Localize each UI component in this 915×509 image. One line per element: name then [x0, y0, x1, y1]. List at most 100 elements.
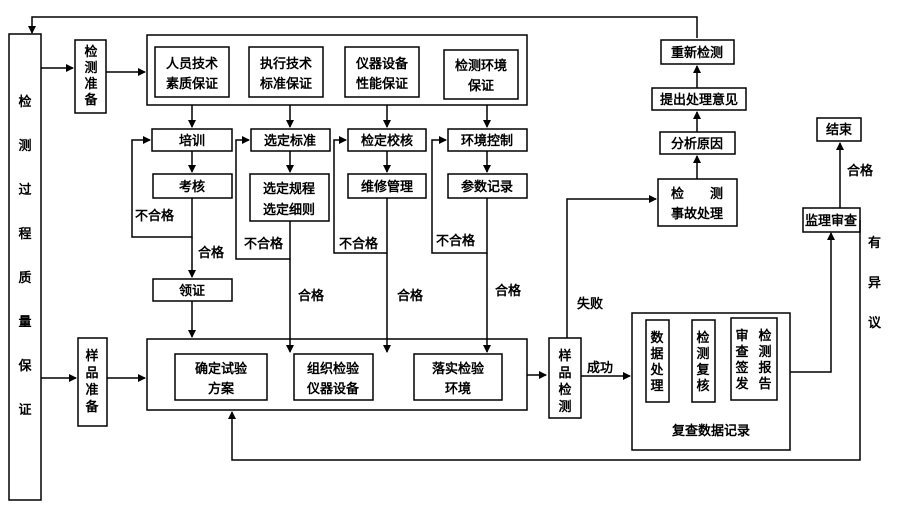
test-plan-box: [174, 353, 268, 401]
instruments-guarantee-line: 性能保证: [356, 76, 408, 92]
column-char: 质: [18, 270, 31, 286]
column-char: 程: [18, 227, 31, 242]
report-char: 检: [758, 328, 771, 344]
qualified-label: 合格: [298, 288, 325, 304]
failure-label: 失败: [577, 296, 603, 312]
data-processing-char: 据: [650, 346, 663, 362]
organize-instruments-line: 组织检验: [307, 361, 360, 377]
calibration-feedback-loop: [333, 136, 388, 254]
select-standard-label: 选定标准: [264, 133, 316, 149]
select-procedure-box: [249, 173, 330, 222]
column-char: 证: [18, 403, 31, 418]
personnel-guarantee-box: [154, 46, 230, 98]
qualified-label: 合格: [847, 163, 874, 179]
standards-guarantee-box: [248, 46, 324, 98]
unqualified-label: 不合格: [339, 236, 379, 252]
standards-guarantee-line: 标准保证: [259, 76, 312, 92]
column-char: 检: [18, 94, 31, 110]
organize-instruments-line: 仪器设备: [306, 381, 360, 397]
inspection-prep-char: 检: [84, 44, 97, 60]
select-procedure-line: 选定规程: [263, 181, 315, 197]
quality-assurance-column: [8, 33, 42, 501]
objection-char: 异: [868, 276, 881, 291]
standards-guarantee-line: 执行技术: [260, 56, 312, 72]
accident-handling-line: 事故处理: [671, 206, 723, 222]
recheck-char: 核: [696, 378, 709, 394]
test-plan-line: 确定试验: [195, 361, 248, 377]
sample-prep-char: 备: [84, 399, 99, 415]
instruments-guarantee-line: 仪器设备: [355, 56, 409, 72]
report-char: 告: [758, 376, 771, 392]
inspection-prep-char: 备: [83, 92, 98, 108]
select-procedure-line: 选定细则: [263, 202, 315, 218]
unqualified-label: 不合格: [244, 236, 284, 252]
qualified-label: 合格: [397, 288, 424, 304]
objection-char: 有: [868, 235, 881, 251]
certificate-label: 领证: [179, 283, 205, 299]
data-review-frame: [631, 312, 791, 451]
environment-guarantee-line: 保证: [467, 78, 494, 94]
environment-guarantee-line: 检测环境: [455, 58, 507, 74]
column-char: 保: [17, 358, 32, 374]
standard-feedback-loop: [235, 136, 291, 260]
recheck-char: 测: [696, 346, 709, 362]
report-char: 报: [758, 361, 772, 376]
assessment-box: [152, 173, 233, 199]
success-label: 成功: [587, 360, 613, 376]
maintenance-label: 维修管理: [361, 179, 413, 195]
end-label: 结束: [826, 122, 853, 138]
env-control-label: 环境控制: [461, 133, 513, 149]
sample-test-char: 样: [558, 348, 571, 364]
recheck-box: [691, 319, 716, 403]
personnel-guarantee-line: 素质保证: [166, 76, 218, 92]
data-processing-box: [645, 319, 670, 403]
sample-prep-char: 样: [85, 348, 98, 364]
implement-env-line: 环境: [445, 381, 471, 397]
column-char: 测: [18, 138, 31, 154]
supervision-review-label: 监理审查: [805, 213, 858, 229]
param-record-label: 参数记录: [461, 179, 513, 195]
qualified-label: 合格: [495, 283, 522, 299]
data-review-title: 复查数据记录: [671, 423, 750, 439]
implement-env-box: [413, 353, 503, 401]
review-sign-char: 查: [734, 344, 749, 360]
data-processing-char: 处: [649, 362, 664, 378]
arrow-to-supervision: [790, 232, 835, 373]
sample-prep-char: 准: [85, 382, 98, 398]
review-sign-char: 审: [735, 328, 748, 344]
sample-test-box: [548, 337, 582, 419]
inspection-prep-char: 测: [84, 60, 97, 76]
test-plan-line: 方案: [208, 381, 235, 397]
recheck-char: 复: [695, 362, 710, 378]
retest-label: 重新检测: [671, 45, 723, 61]
unqualified-label: 不合格: [135, 208, 175, 224]
accident-handling-line: 检 测: [671, 186, 723, 202]
implement-env-line: 落实检验: [432, 361, 485, 377]
propose-opinion-box: [651, 87, 747, 111]
data-processing-char: 数: [650, 330, 664, 346]
sample-test-char: 检: [558, 382, 571, 398]
sample-test-char: 品: [558, 366, 571, 381]
objection-loop-arrow: [228, 220, 861, 461]
analyze-cause-label: 分析原因: [671, 136, 723, 152]
recheck-char: 检: [696, 330, 709, 346]
env-feedback-loop: [431, 136, 488, 254]
instruments-guarantee-box: [344, 46, 420, 98]
unqualified-label: 不合格: [436, 233, 476, 249]
organize-instruments-box: [293, 353, 374, 401]
retest-box: [660, 39, 735, 65]
review-sign-char: 签: [734, 360, 749, 376]
training-feedback-loop: [131, 136, 193, 238]
inspection-prep-char: 准: [84, 76, 97, 92]
review-sign-char: 发: [734, 376, 749, 392]
inspection-prep-box: [74, 39, 107, 114]
personnel-guarantee-line: 人员技术: [166, 56, 218, 72]
propose-opinion-label: 提出处理意见: [660, 92, 738, 108]
calibration-label: 检定校核: [361, 133, 413, 149]
qualified-label: 合格: [198, 245, 225, 261]
column-char: 量: [18, 315, 31, 330]
sample-prep-box: [77, 337, 108, 427]
assessment-label: 考核: [179, 179, 205, 195]
sample-test-char: 测: [558, 399, 571, 415]
